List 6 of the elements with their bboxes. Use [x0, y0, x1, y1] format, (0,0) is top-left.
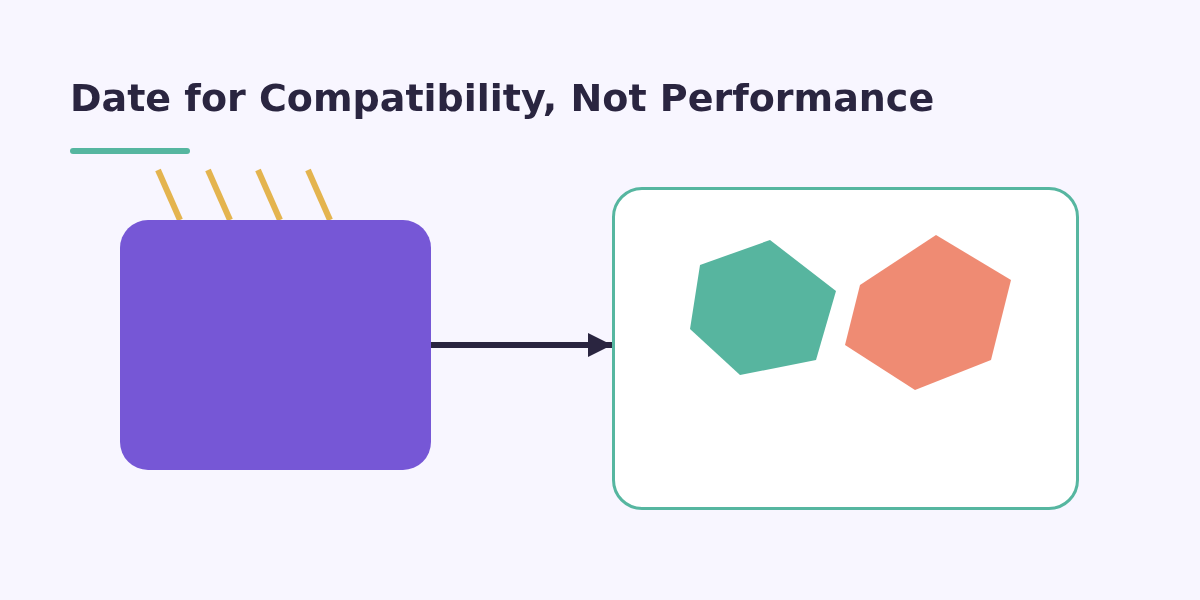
- panel-box: [612, 187, 1079, 510]
- hexagon-shape: [845, 235, 1011, 390]
- chip-box: [120, 220, 431, 470]
- hexagon-shape: [690, 240, 836, 375]
- title: Date for Compatibility, Not Performance: [70, 76, 935, 120]
- arrow: [431, 333, 612, 357]
